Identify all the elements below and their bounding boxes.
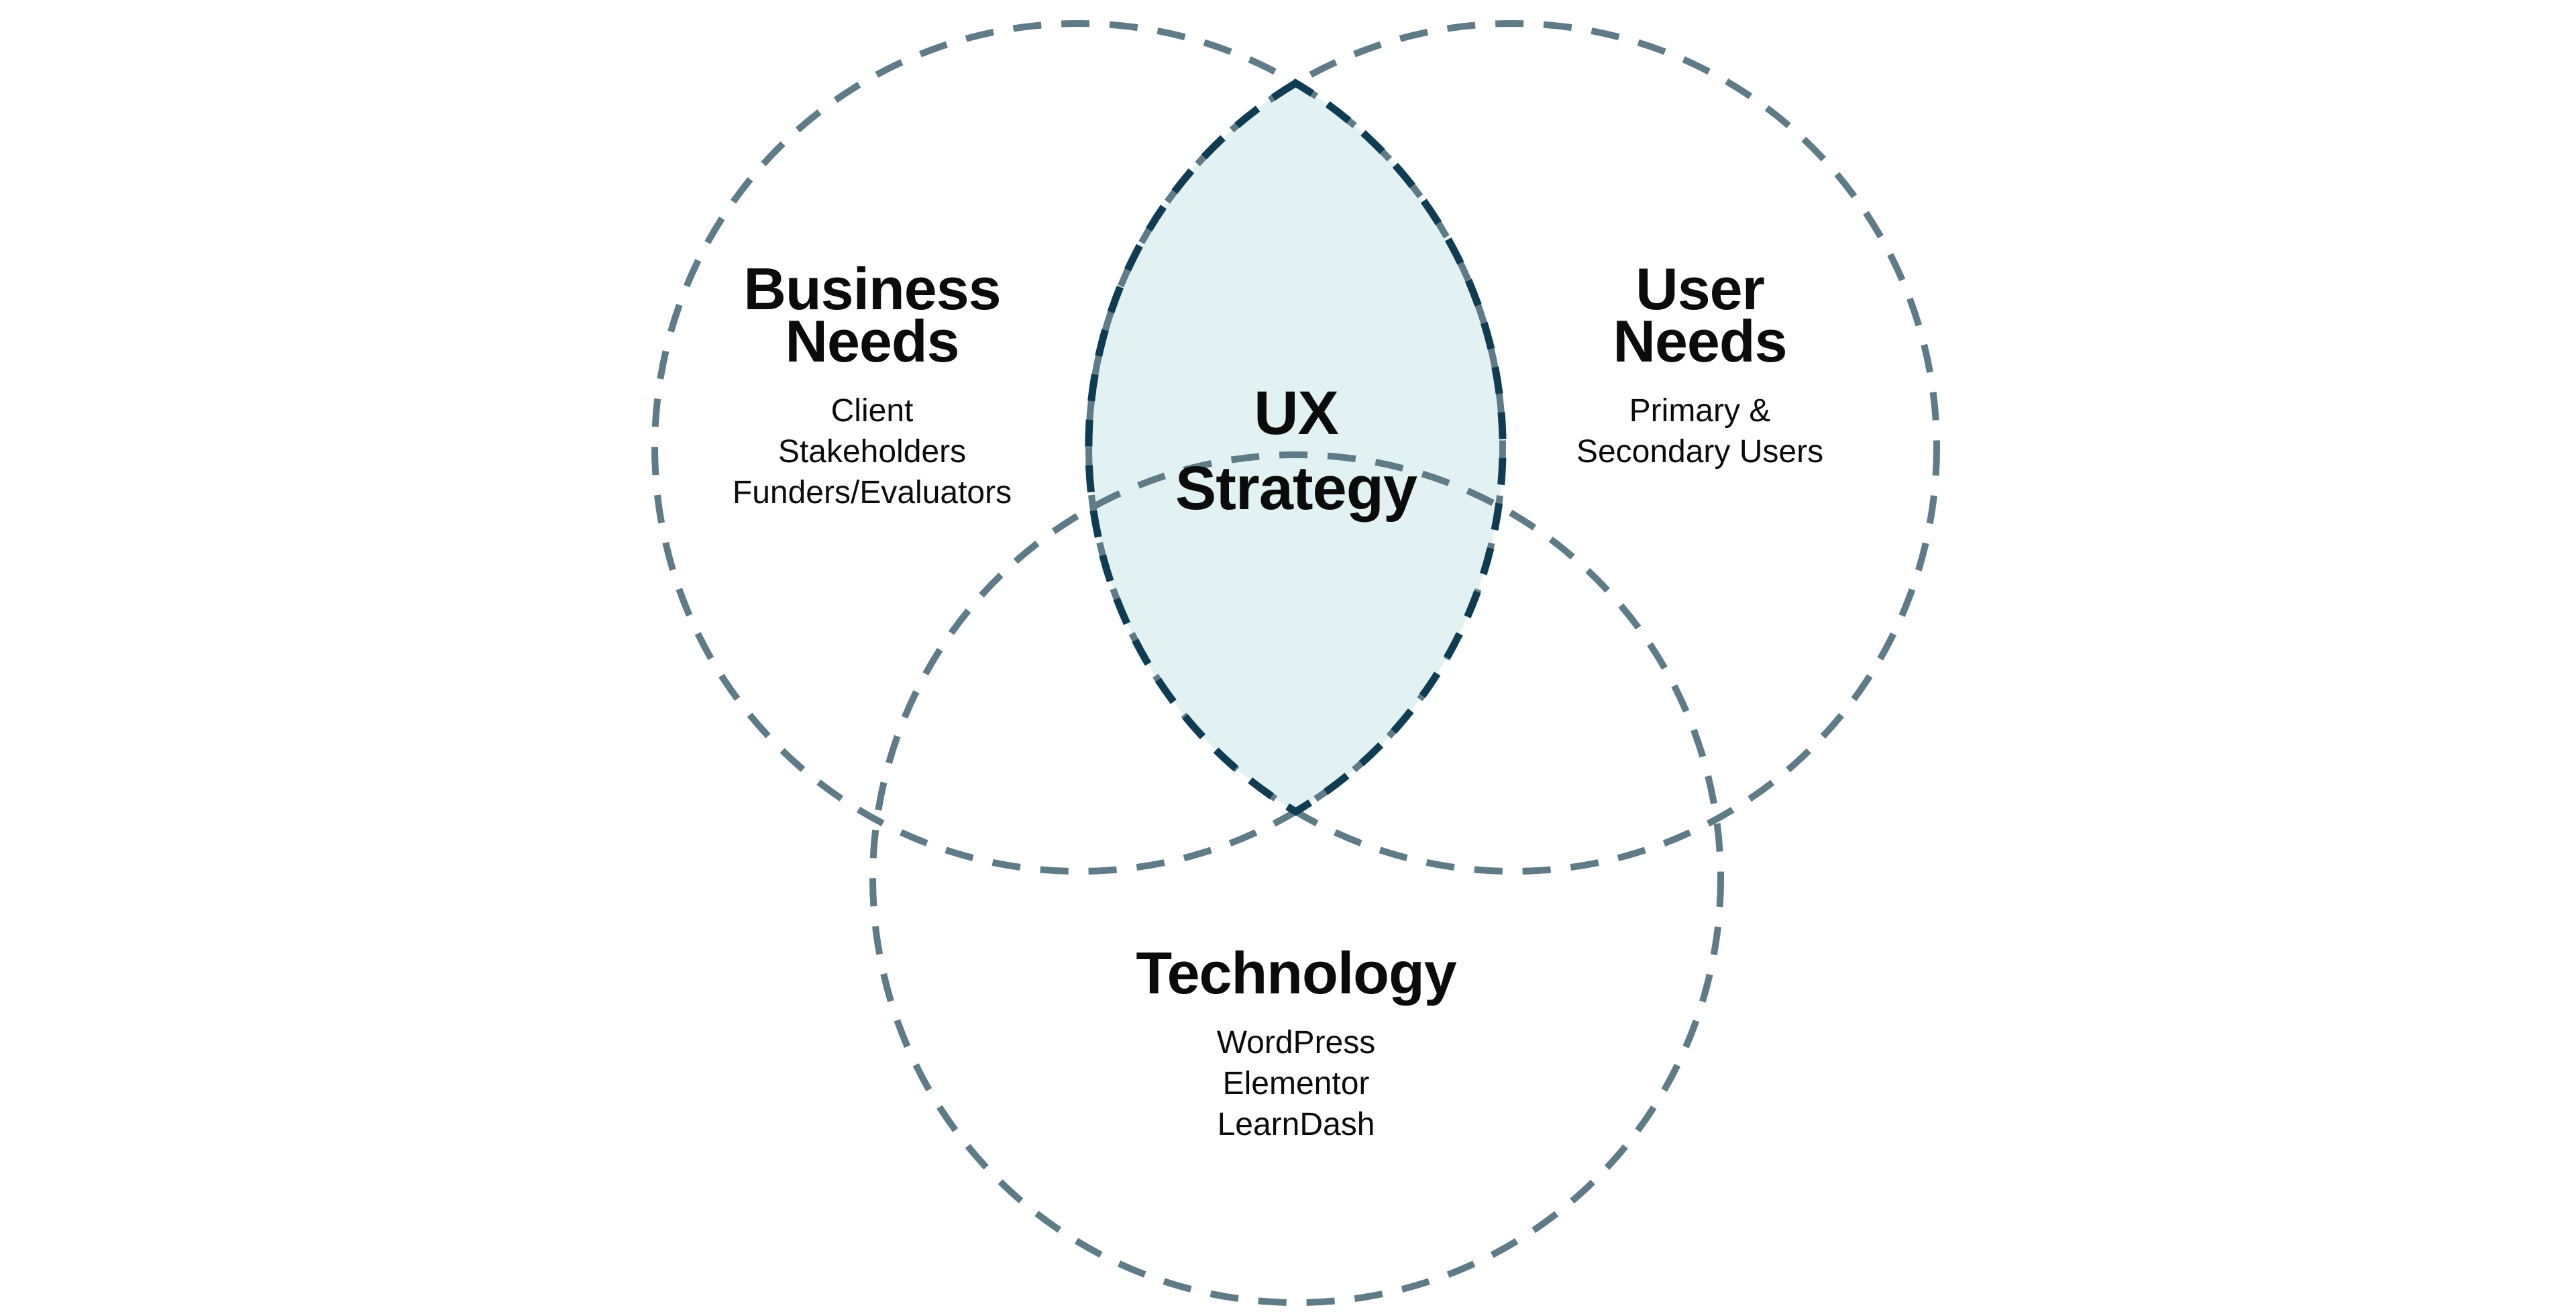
technology-heading: Technology	[1136, 940, 1456, 1006]
heading-line: Business	[743, 256, 1001, 322]
ux-strategy-heading: UX Strategy	[1175, 376, 1417, 526]
list-item: Primary &	[1629, 393, 1771, 429]
business-needs-items: Client Stakeholders Funders/Evaluators	[733, 390, 1012, 513]
ux-strategy-lens-outline	[1085, 78, 1507, 816]
user-needs-circle	[1085, 20, 1940, 875]
user-needs-label: User Needs Primary & Secondary Users	[1576, 256, 1823, 472]
business-needs-heading: Business Needs	[733, 256, 1012, 374]
heading-line: Strategy	[1175, 454, 1417, 523]
list-item: Elementor	[1222, 1066, 1370, 1101]
user-needs-heading: User Needs	[1576, 256, 1823, 374]
technology-label: Technology WordPress Elementor LearnDash	[1136, 940, 1456, 1145]
technology-items: WordPress Elementor LearnDash	[1136, 1022, 1456, 1145]
heading-line: Needs	[785, 308, 959, 374]
heading-line: UX	[1254, 379, 1339, 447]
business-needs-label: Business Needs Client Stakeholders Funde…	[733, 256, 1012, 513]
user-needs-items: Primary & Secondary Users	[1576, 390, 1823, 472]
list-item: Secondary Users	[1576, 434, 1824, 470]
list-item: Stakeholders	[777, 434, 967, 470]
ux-strategy-label: UX Strategy	[1175, 376, 1417, 526]
heading-line: User	[1635, 256, 1765, 322]
heading-line: Needs	[1613, 308, 1787, 374]
list-item: LearnDash	[1217, 1107, 1375, 1142]
list-item: WordPress	[1216, 1025, 1376, 1060]
ux-strategy-lens-fill	[1089, 23, 1503, 871]
business-needs-circle	[651, 20, 1506, 875]
list-item: Funders/Evaluators	[732, 475, 1012, 510]
list-item: Client	[830, 393, 914, 429]
technology-circle	[869, 451, 1724, 1306]
heading-line: Technology	[1136, 940, 1456, 1006]
